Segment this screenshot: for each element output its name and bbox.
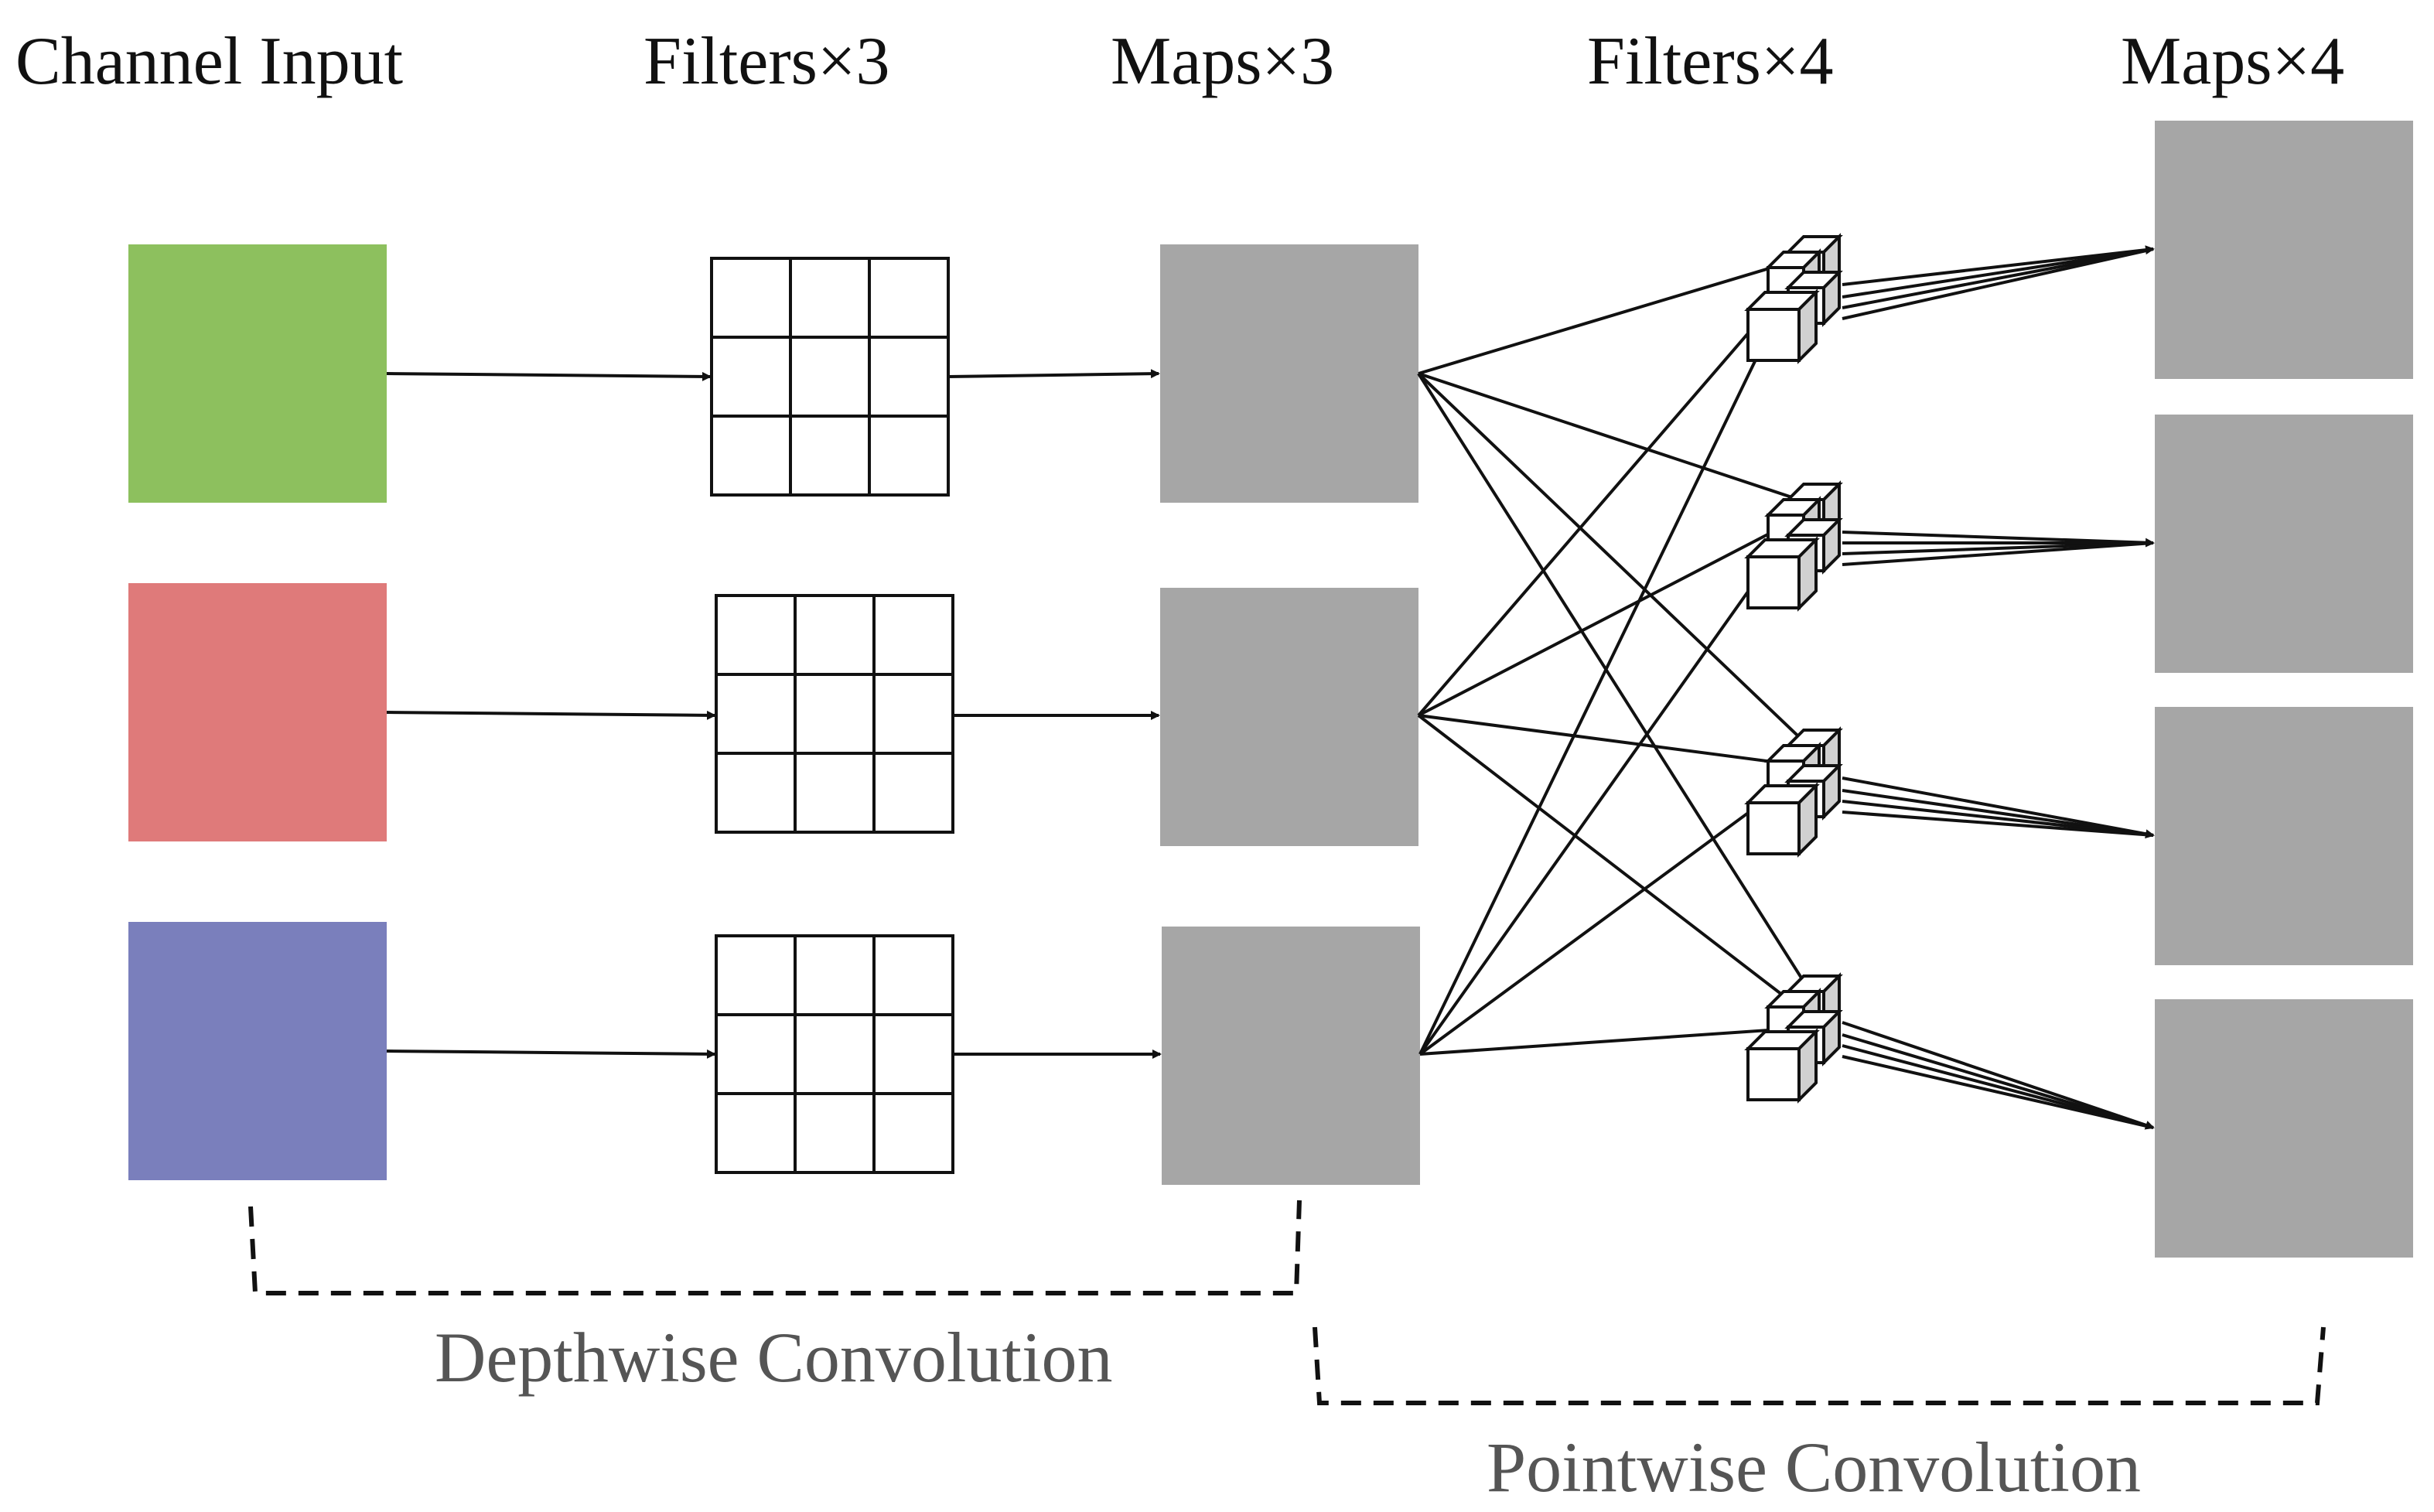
brackets: [248, 1200, 2326, 1405]
pointwise-filter-3: [1744, 726, 1843, 858]
pointwise-bracket: [1313, 1326, 2326, 1405]
output-map-2: [2155, 415, 2413, 673]
header-maps-3: Maps×3: [1111, 24, 1334, 99]
depthwise-bracket: [248, 1200, 1302, 1295]
arrow-map1-to-pwfilter2: [1418, 372, 1814, 507]
depthwise-map-2: [1160, 588, 1418, 846]
arrow-channel2-to-filter2: [386, 710, 716, 720]
depthwise-convolution-label: Depthwise Convolution: [435, 1318, 1113, 1397]
arrow-pwfilter1-to-out1-a: [1842, 245, 2155, 286]
depthwise-filter-2: [715, 594, 954, 834]
arrow-filter1-to-map1: [947, 369, 1160, 379]
arrow-pwfilter3-to-out3-a: [1842, 776, 2155, 839]
pointwise-filter-2: [1744, 480, 1843, 612]
output-map-3: [2155, 707, 2413, 965]
connection-arrows: [386, 245, 2155, 1130]
depthwise-map-3: [1162, 927, 1420, 1185]
arrow-map3-to-pwfilter4: [1419, 1024, 1793, 1056]
pointwise-convolution-label: Pointwise Convolution: [1487, 1428, 2141, 1507]
arrow-map1-to-pwfilter1: [1418, 253, 1814, 375]
arrow-map3-to-pwfilter1: [1418, 285, 1793, 1055]
arrow-map2-to-pwfilter2: [1418, 515, 1804, 717]
arrow-pwfilter2-to-out2-a: [1842, 531, 2155, 548]
channel-input-green: [128, 244, 387, 503]
output-map-4: [2155, 999, 2413, 1258]
depthwise-map-1: [1160, 244, 1418, 503]
pointwise-filters: [1744, 233, 1843, 1104]
arrow-pwfilter4-to-out4-a: [1842, 1021, 2155, 1130]
arrow-map2-to-pwfilter3: [1418, 714, 1804, 770]
depthwise-maps: [1160, 244, 1420, 1185]
arrow-map2-to-pwfilter4: [1417, 714, 1804, 1012]
arrow-map2-to-pwfilter1: [1417, 269, 1804, 717]
depthwise-filter-3: [715, 934, 954, 1174]
arrow-channel1-to-filter1: [386, 371, 712, 381]
arrow-map3-to-pwfilter3: [1418, 780, 1793, 1056]
arrow-map1-to-pwfilter3: [1417, 372, 1814, 752]
arrow-map1-to-pwfilter4: [1417, 372, 1814, 998]
channel-input-blue: [128, 922, 387, 1180]
depthwise-filters: [710, 257, 954, 1174]
channel-inputs: [128, 244, 387, 1180]
arrow-channel3-to-filter3: [386, 1049, 716, 1059]
pointwise-filter-1: [1744, 233, 1843, 364]
pointwise-filter-4: [1744, 972, 1843, 1104]
header-maps-4: Maps×4: [2121, 24, 2344, 99]
output-map-1: [2155, 121, 2413, 379]
arrow-map3-to-pwfilter2: [1418, 529, 1793, 1056]
output-maps: [2155, 121, 2413, 1258]
header-channel-input: Channel Input: [15, 24, 403, 99]
header-filters-4: Filters×4: [1587, 24, 1834, 99]
header-filters-3: Filters×3: [643, 24, 890, 99]
depthwise-filter-1: [710, 257, 950, 497]
channel-input-red: [128, 583, 387, 841]
